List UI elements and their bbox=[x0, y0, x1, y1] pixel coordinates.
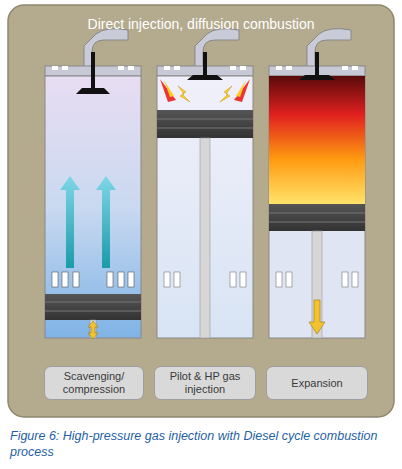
stage-label-box: Scavenging/ compression bbox=[44, 366, 144, 400]
cylinder-injection bbox=[157, 29, 253, 338]
stage-label-box: Pilot & HP gas injection bbox=[154, 366, 256, 400]
figure-caption: Figure 6: High-pressure gas injection wi… bbox=[10, 428, 390, 460]
cylinder-expansion bbox=[269, 29, 365, 338]
diagram-title: Direct injection, diffusion combustion bbox=[8, 16, 394, 33]
stage-label: Pilot & HP gas injection bbox=[160, 370, 250, 396]
background-panel bbox=[8, 5, 394, 417]
stage-label: Scavenging/ compression bbox=[50, 370, 138, 396]
cylinder-scavenging bbox=[45, 29, 141, 339]
stage-label: Expansion bbox=[291, 377, 342, 390]
stage-label-box: Expansion bbox=[266, 366, 368, 400]
